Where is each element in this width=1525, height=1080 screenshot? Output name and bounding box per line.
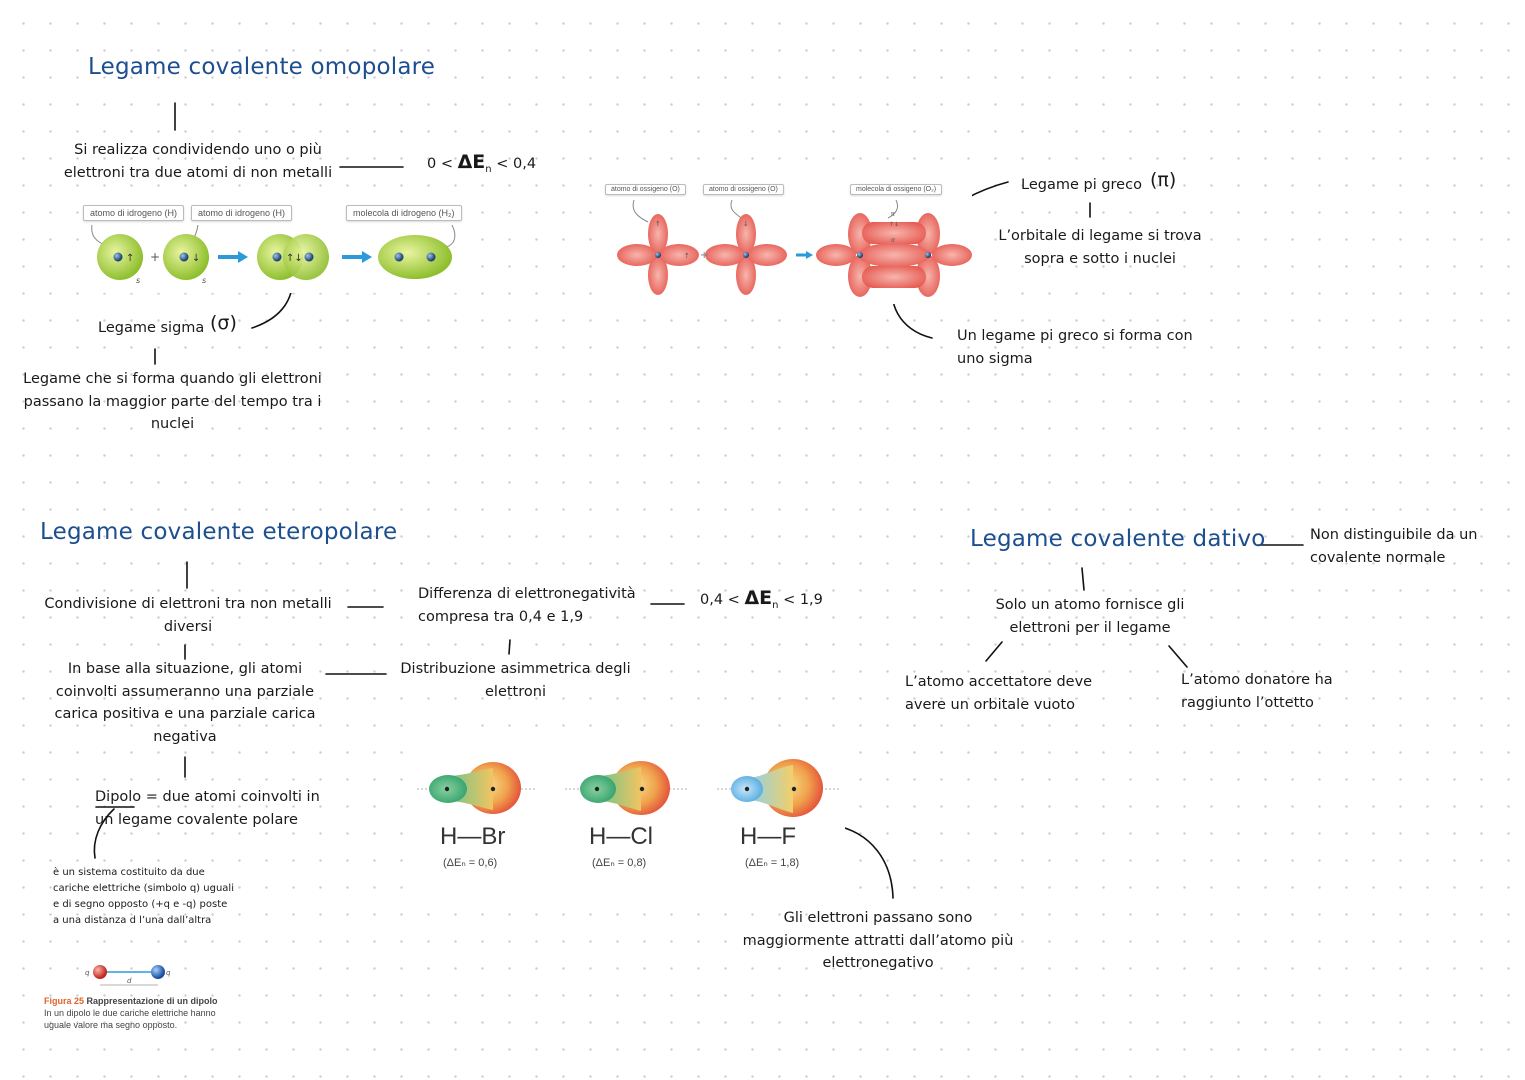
svg-text:↑: ↑: [655, 220, 661, 228]
asymmetric-distribution: Distribuzione asimmetrica degli elettron…: [400, 661, 631, 700]
s-orbital-label: s: [136, 276, 140, 285]
dipole-rest: = due atomi coinvolti in un legame coval…: [95, 789, 320, 828]
hydrogen-orbital-figure: atomo di idrogeno (H) atomo di idrogeno …: [80, 201, 468, 293]
electron-density-figure: H—Br (ΔEₙ = 0,6) H—Cl (ΔEₙ = 0,8) H—F (Δ…: [415, 738, 845, 890]
dipole-definition: Dipolo = due atomi coinvolti in un legam…: [95, 786, 335, 831]
hydrogen-molecule-label: molecola di idrogeno (H₂): [346, 205, 462, 221]
omopolare-description: Si realizza condividendo uno o più elett…: [63, 142, 333, 181]
molecule-hbr: H—Br: [440, 823, 506, 850]
figure-number: Figura 25: [44, 996, 85, 1006]
oxygen-molecule-label: molecola di ossigeno (O₂): [850, 184, 943, 195]
oxygen-orbitals-drawing: ↑ ↓ ↑ + π ↑↓ σ: [617, 199, 972, 297]
charge-label: q: [166, 969, 171, 977]
omopolare-title: Legame covalente omopolare: [88, 54, 436, 80]
range-lower: 0,4 <: [700, 592, 740, 608]
donor-atom-note: L’atomo donatore ha raggiunto l’ottetto: [1181, 672, 1333, 711]
eteropolare-description: Condivisione di elettroni tra non metall…: [44, 596, 332, 635]
molecule-hcl: H—Cl: [589, 823, 653, 850]
delta-hf: (ΔEₙ = 1,8): [745, 857, 800, 869]
plus-sign: +: [150, 250, 160, 264]
range-upper: < 1,9: [783, 592, 823, 608]
range-lower: 0 <: [427, 156, 453, 172]
oxygen-atom-label: atomo di ossigeno (O): [703, 184, 784, 195]
charge-label: q: [85, 969, 90, 977]
partial-charges-text: In base alla situazione, gli atomi coinv…: [54, 661, 316, 745]
svg-text:σ: σ: [891, 237, 895, 244]
dativo-description: Solo un atomo fornisce gli elettroni per…: [995, 597, 1185, 636]
dipole-word: Dipolo: [95, 789, 142, 805]
svg-text:↑: ↑: [126, 253, 134, 264]
svg-text:↑↓: ↑↓: [889, 221, 899, 228]
electron-density-drawing: [417, 759, 841, 817]
sigma-description: Legame che si forma quando gli elettroni…: [23, 371, 322, 432]
pi-description: L’orbitale di legame si trova sopra e so…: [998, 228, 1202, 267]
delta-symbol: ΔE: [457, 151, 486, 173]
figure-caption-text: In un dipolo le due cariche elettriche h…: [44, 1008, 216, 1030]
dipole-description: è un sistema costituito da due cariche e…: [53, 867, 234, 926]
delta-subscript: n: [485, 163, 492, 175]
delta-hcl: (ΔEₙ = 0,8): [592, 857, 647, 869]
hydrogen-atom-label: atomo di idrogeno (H): [83, 205, 185, 221]
delta-subscript: n: [772, 599, 779, 611]
dativo-title: Legame covalente dativo: [970, 526, 1266, 552]
electrons-attraction-note: Gli elettroni passano sono maggiormente …: [742, 910, 1014, 971]
molecule-hf: H—F: [740, 823, 796, 850]
range-upper: < 0,4: [496, 156, 537, 172]
oxygen-atom-label: atomo di ossigeno (O): [605, 184, 686, 195]
pi-symbol: (π): [1150, 169, 1177, 191]
dipole-figure: q q d: [85, 965, 171, 986]
svg-text:↓: ↓: [743, 220, 749, 228]
sigma-title: Legame sigma: [98, 320, 205, 336]
svg-text:↑: ↑: [684, 252, 690, 260]
svg-text:π: π: [891, 211, 895, 218]
delta-hbr: (ΔEₙ = 0,6): [443, 857, 498, 869]
hydrogen-orbitals-drawing: ↑ + ↓ s s ↑↓: [91, 224, 456, 285]
svg-text:↓: ↓: [192, 253, 200, 264]
electronegativity-difference: Differenza di elettronegatività compresa…: [418, 586, 636, 625]
delta-symbol: ΔE: [744, 587, 773, 609]
dipole-figure-caption: Figura 25 Rappresentazione di un dipolo …: [44, 995, 219, 1031]
dativo-side-note: Non distinguibile da un covalente normal…: [1310, 527, 1478, 566]
s-orbital-label: s: [202, 276, 206, 285]
eteropolare-title: Legame covalente eteropolare: [40, 519, 398, 545]
svg-text:↑↓: ↑↓: [286, 253, 303, 264]
pi-sigma-note: Un legame pi greco si forma con uno sigm…: [957, 328, 1193, 367]
svg-text:+: +: [700, 250, 708, 261]
oxygen-orbital-figure: atomo di ossigeno (O) atomo di ossigeno …: [600, 178, 972, 304]
acceptor-atom-note: L’atomo accettatore deve avere un orbita…: [905, 674, 1093, 713]
figure-title: Rappresentazione di un dipolo: [86, 996, 218, 1006]
omopolare-range: 0 < ΔEn < 0,4: [427, 151, 536, 181]
distance-label: d: [127, 977, 132, 985]
eteropolare-range: 0,4 < ΔEn < 1,9: [700, 587, 823, 617]
sigma-symbol: (σ): [210, 312, 237, 334]
hydrogen-atom-label: atomo di idrogeno (H): [191, 205, 293, 221]
pi-title: Legame pi greco: [1021, 177, 1142, 193]
